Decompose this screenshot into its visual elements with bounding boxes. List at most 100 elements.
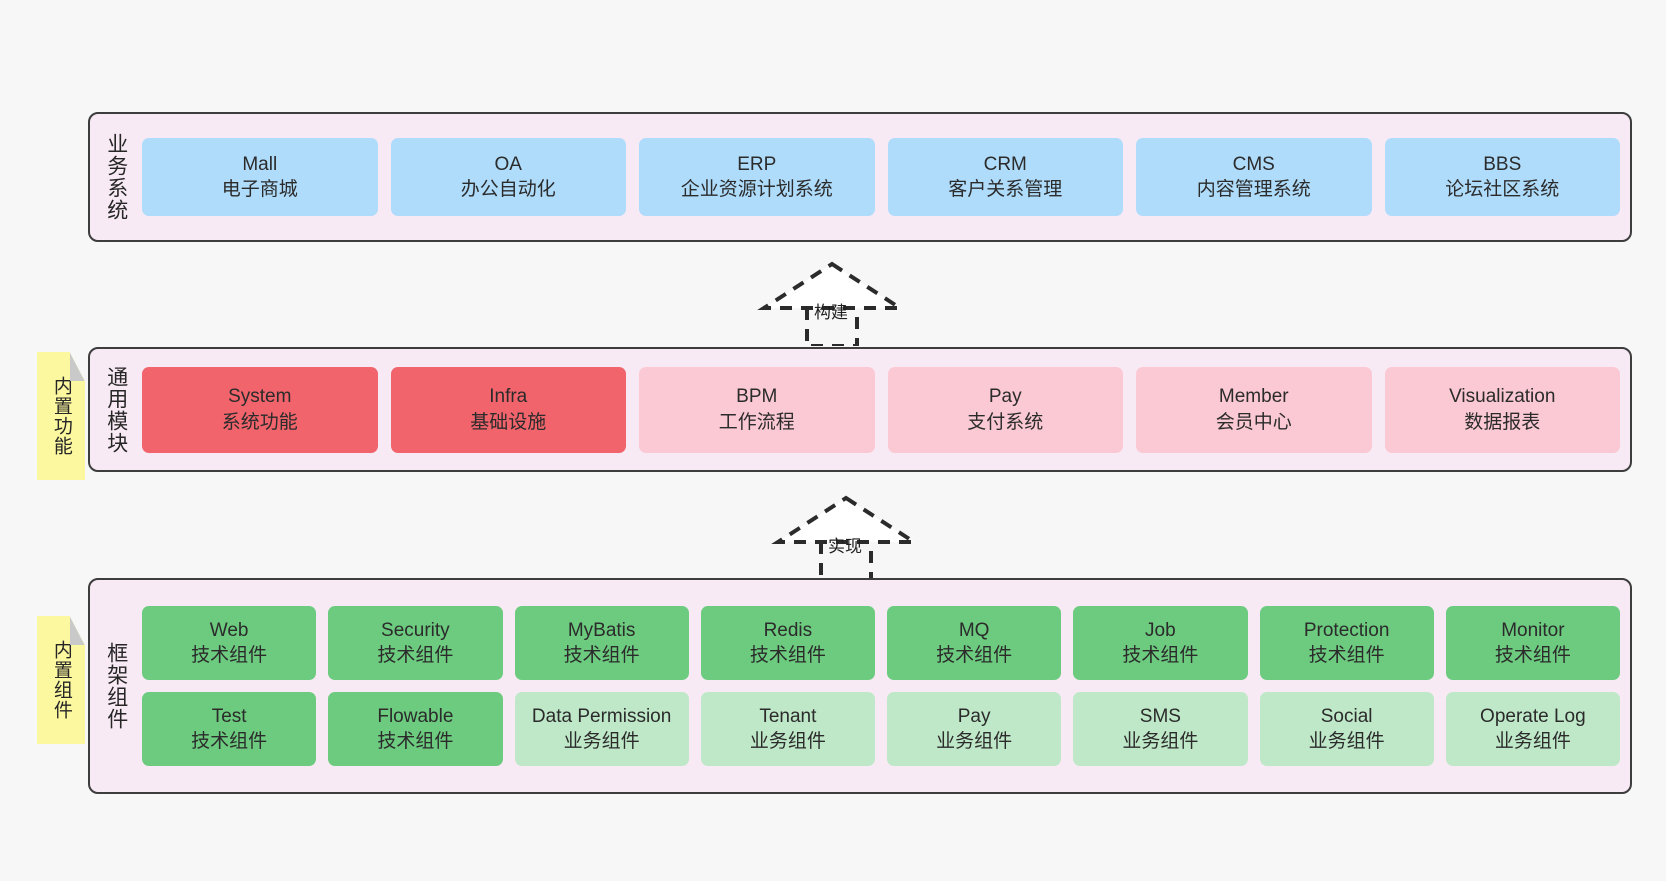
card-sms[interactable]: SMS 业务组件 [1073, 692, 1248, 766]
connector-implement-label: 实现 [828, 537, 862, 556]
card-subtitle: 基础设施 [470, 411, 547, 433]
card-title: CRM [983, 153, 1027, 175]
note-label: 内置功能 [50, 376, 72, 456]
card-mq[interactable]: MQ 技术组件 [887, 606, 1062, 680]
card-bpm[interactable]: BPM 工作流程 [639, 366, 875, 453]
card-subtitle: 支付系统 [967, 411, 1044, 433]
card-title: OA [494, 153, 522, 175]
card-subtitle: 业务组件 [936, 731, 1013, 752]
card-subtitle: 技术组件 [936, 645, 1013, 666]
card-job[interactable]: Job 技术组件 [1073, 606, 1248, 680]
card-security[interactable]: Security 技术组件 [328, 606, 503, 680]
card-erp[interactable]: ERP 企业资源计划系统 [639, 138, 875, 216]
card-infra[interactable]: Infra 基础设施 [390, 366, 626, 453]
card-bbs[interactable]: BBS 论坛社区系统 [1384, 138, 1620, 216]
framework-row-business: Test 技术组件 Flowable 技术组件 Data Permission … [142, 692, 1620, 766]
card-test[interactable]: Test 技术组件 [142, 692, 317, 766]
card-subtitle: 技术组件 [563, 645, 640, 666]
card-subtitle: 技术组件 [749, 645, 826, 666]
card-title: MQ [958, 619, 990, 641]
card-title: CMS [1232, 153, 1275, 175]
card-title: Test [211, 705, 247, 727]
card-mybatis[interactable]: MyBatis 技术组件 [514, 606, 689, 680]
note-builtin-features: 内置功能 [37, 352, 85, 480]
card-title: Pay [988, 386, 1022, 408]
card-title: Web [209, 619, 249, 641]
framework-row-technical: Web 技术组件 Security 技术组件 MyBatis 技术组件 Redi… [142, 606, 1620, 680]
card-cms[interactable]: CMS 内容管理系统 [1136, 138, 1372, 216]
card-subtitle: 技术组件 [1122, 645, 1199, 666]
card-subtitle: 业务组件 [1308, 731, 1385, 752]
card-crm[interactable]: CRM 客户关系管理 [887, 138, 1123, 216]
card-title: Monitor [1501, 619, 1565, 641]
card-data-permission[interactable]: Data Permission 业务组件 [514, 692, 689, 766]
card-subtitle: 会员中心 [1215, 411, 1292, 433]
card-subtitle: 技术组件 [377, 731, 454, 752]
note-fold-corner-icon [69, 352, 85, 382]
card-subtitle: 业务组件 [749, 731, 826, 752]
card-pay[interactable]: Pay 支付系统 [887, 366, 1123, 453]
card-title: Infra [489, 386, 528, 408]
card-subtitle: 业务组件 [1494, 731, 1571, 752]
card-title: MyBatis [567, 619, 636, 641]
card-member[interactable]: Member 会员中心 [1136, 366, 1372, 453]
connector-implement: 实现 [766, 490, 926, 582]
card-system[interactable]: System 系统功能 [142, 366, 378, 453]
note-builtin-components: 内置组件 [37, 616, 85, 744]
card-protection[interactable]: Protection 技术组件 [1259, 606, 1434, 680]
card-subtitle: 技术组件 [1494, 645, 1571, 666]
card-title: BBS [1483, 153, 1522, 175]
layer-body-business-system: Mall 电子商城 OA 办公自动化 ERP 企业资源计划系统 CRM 客户关系… [142, 114, 1630, 240]
card-subtitle: 论坛社区系统 [1445, 179, 1560, 200]
card-social[interactable]: Social 业务组件 [1259, 692, 1434, 766]
card-title: System [228, 386, 292, 408]
connector-build: 构建 [752, 256, 912, 348]
card-mall[interactable]: Mall 电子商城 [142, 138, 378, 216]
card-title: Redis [763, 619, 813, 641]
card-title: Pay [957, 705, 991, 727]
card-title: Mall [242, 153, 278, 175]
card-title: Member [1218, 386, 1289, 408]
card-subtitle: 技术组件 [377, 645, 454, 666]
card-subtitle: 业务组件 [563, 731, 640, 752]
card-subtitle: 业务组件 [1122, 731, 1199, 752]
card-title: Visualization [1449, 386, 1556, 408]
layer-title-framework-component: 框架组件 [104, 642, 128, 730]
layer-title-common-module: 通用模块 [104, 365, 128, 454]
card-subtitle: 客户关系管理 [948, 179, 1063, 200]
layer-framework-component: 框架组件 Web 技术组件 Security 技术组件 MyBatis 技术组件… [88, 578, 1632, 794]
note-fold-corner-icon [69, 616, 85, 646]
card-monitor[interactable]: Monitor 技术组件 [1445, 606, 1620, 680]
card-title: Data Permission [531, 705, 672, 727]
card-subtitle: 办公自动化 [460, 179, 556, 200]
card-subtitle: 企业资源计划系统 [680, 179, 833, 200]
card-flowable[interactable]: Flowable 技术组件 [328, 692, 503, 766]
card-operate-log[interactable]: Operate Log 业务组件 [1445, 692, 1620, 766]
card-subtitle: 工作流程 [718, 411, 795, 433]
card-title: Operate Log [1480, 705, 1586, 727]
layer-body-common-module: System 系统功能 Infra 基础设施 BPM 工作流程 Pay 支付系统… [142, 349, 1630, 470]
card-visualization[interactable]: Visualization 数据报表 [1384, 366, 1620, 453]
card-title: Social [1320, 705, 1373, 727]
card-subtitle: 系统功能 [221, 411, 298, 433]
card-subtitle: 内容管理系统 [1196, 179, 1311, 200]
card-subtitle: 电子商城 [221, 179, 298, 200]
card-subtitle: 技术组件 [191, 645, 268, 666]
card-title: ERP [737, 153, 777, 175]
layer-common-module: 通用模块 System 系统功能 Infra 基础设施 BPM 工作流程 Pay… [88, 347, 1632, 472]
card-title: BPM [736, 386, 778, 408]
card-oa[interactable]: OA 办公自动化 [390, 138, 626, 216]
layer-title-business-system: 业务系统 [104, 133, 128, 221]
note-label: 内置组件 [50, 640, 72, 720]
card-subtitle: 技术组件 [191, 731, 268, 752]
connector-build-label: 构建 [814, 303, 848, 322]
card-tenant[interactable]: Tenant 业务组件 [700, 692, 875, 766]
card-web[interactable]: Web 技术组件 [142, 606, 317, 680]
layer-body-framework-component: Web 技术组件 Security 技术组件 MyBatis 技术组件 Redi… [142, 580, 1630, 792]
card-pay-business[interactable]: Pay 业务组件 [887, 692, 1062, 766]
card-title: Flowable [377, 705, 454, 727]
card-title: Job [1145, 619, 1176, 641]
card-title: Tenant [759, 705, 817, 727]
card-redis[interactable]: Redis 技术组件 [700, 606, 875, 680]
